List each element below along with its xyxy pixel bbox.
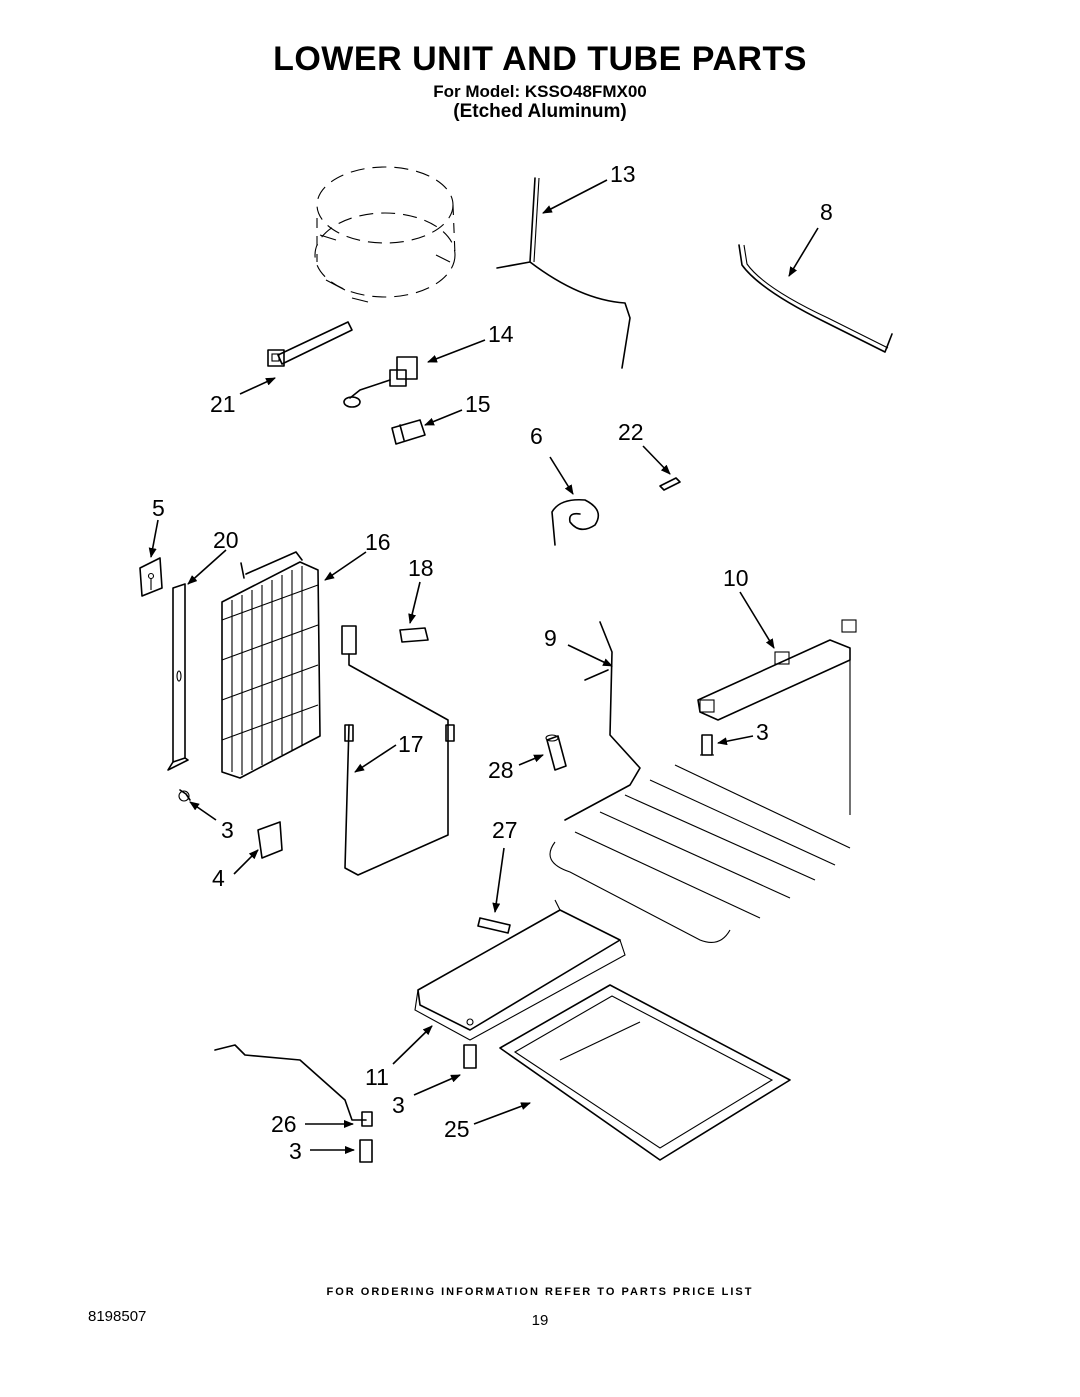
callout-10: 10 — [723, 565, 749, 591]
callout-25: 25 — [444, 1116, 470, 1142]
part-25-drain-pan — [499, 984, 791, 1161]
callout-20: 20 — [213, 527, 239, 553]
callout-3-trough: 3 — [392, 1092, 405, 1118]
part-20-heater-strip — [167, 583, 191, 802]
model-line: For Model: KSSO48FMX00 — [433, 82, 647, 101]
callout-15: 15 — [465, 391, 491, 417]
part-6-drain-tube — [551, 498, 600, 546]
part-8-tube — [738, 244, 893, 353]
callout-21: 21 — [210, 391, 236, 417]
callout-28: 28 — [488, 757, 514, 783]
callout-26: 26 — [271, 1111, 297, 1137]
page-title: LOWER UNIT AND TUBE PARTS — [273, 40, 807, 78]
ordering-note: FOR ORDERING INFORMATION REFER TO PARTS … — [326, 1286, 754, 1298]
part-9-defrost-heater — [549, 621, 851, 943]
part-5-bracket — [139, 557, 163, 597]
callout-18: 18 — [408, 555, 434, 581]
compressor-outline — [314, 166, 456, 303]
callout-17: 17 — [398, 731, 424, 757]
part-27-sleeve — [477, 917, 511, 934]
part-17-wire-harness — [341, 625, 455, 876]
part-10-bracket — [697, 619, 857, 815]
callout-3-tube: 3 — [289, 1138, 302, 1164]
callout-22: 22 — [618, 419, 644, 445]
document-number: 8198507 — [88, 1308, 147, 1325]
callout-3-heater: 3 — [756, 719, 769, 745]
part-11-drain-trough — [414, 899, 626, 1041]
callout-5: 5 — [152, 495, 165, 521]
callout-9: 9 — [544, 625, 557, 651]
callout-14: 14 — [488, 321, 514, 347]
part-15-clip — [391, 419, 426, 445]
part-28-sleeve — [545, 734, 567, 771]
callout-16: 16 — [365, 529, 391, 555]
part-13-tube — [496, 177, 631, 369]
leader-lines — [148, 179, 819, 1154]
callout-8: 8 — [820, 199, 833, 225]
callout-13: 13 — [610, 161, 636, 187]
part-3-screw-b — [463, 1044, 477, 1069]
callout-3-evap: 3 — [221, 817, 234, 843]
part-3-screw-a — [700, 734, 714, 756]
part-3-screw-c — [359, 1139, 373, 1163]
page-number: 19 — [531, 1312, 549, 1329]
part-4-bracket — [257, 821, 283, 859]
finish-line: (Etched Aluminum) — [453, 101, 627, 122]
part-14-thermistor — [343, 356, 418, 408]
callout-6: 6 — [530, 423, 543, 449]
callout-11: 11 — [365, 1064, 389, 1090]
part-21-cable-tie — [267, 321, 353, 367]
callout-4: 4 — [212, 865, 225, 891]
callout-27: 27 — [492, 817, 518, 843]
part-16-evaporator — [221, 551, 321, 779]
part-22-clip — [659, 477, 681, 491]
part-18-bracket — [399, 627, 429, 643]
